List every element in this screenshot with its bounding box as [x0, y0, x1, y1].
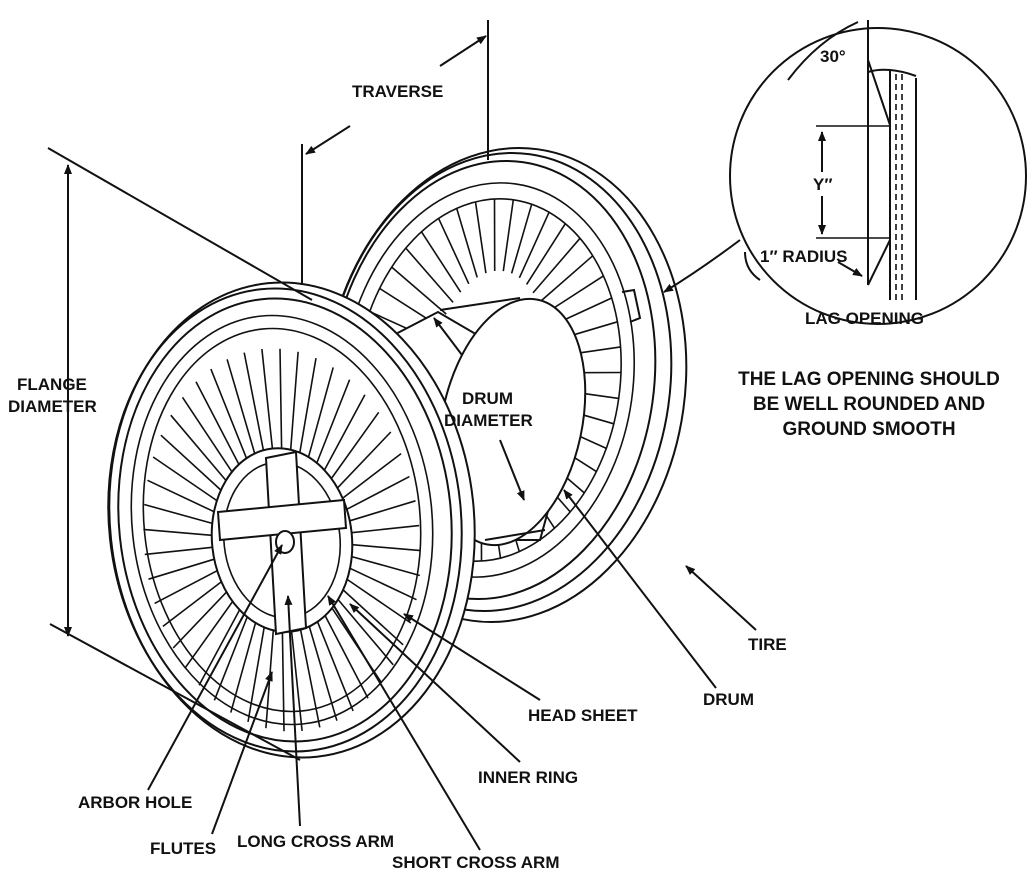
flute — [510, 203, 533, 274]
flute — [437, 218, 470, 285]
flute — [289, 351, 299, 450]
flute — [230, 622, 257, 713]
head-sheet-label: HEAD SHEET — [528, 706, 638, 725]
flute — [143, 528, 212, 537]
flute — [346, 578, 412, 624]
flute — [144, 546, 213, 556]
flutes-label: FLUTES — [150, 839, 216, 858]
flute — [420, 231, 462, 293]
flute — [518, 211, 550, 279]
flute — [198, 609, 241, 686]
note-line-2: BE WELL ROUNDED AND — [753, 394, 985, 415]
note-line-1: THE LAG OPENING SHOULD — [738, 369, 1000, 390]
drum-diameter-label-line2: DIAMETER — [444, 411, 533, 430]
flute — [281, 631, 285, 732]
flute — [279, 348, 283, 449]
flute — [261, 349, 274, 449]
leader-lines — [147, 489, 757, 851]
lag-opening-label: LAG OPENING — [805, 309, 924, 328]
flute — [316, 621, 354, 712]
flute — [405, 247, 454, 303]
flute — [299, 357, 317, 453]
flute — [148, 558, 215, 580]
lag-opening-detail — [663, 20, 1027, 325]
traverse-label: TRAVERSE — [352, 82, 443, 101]
drum-label: DRUM — [703, 690, 754, 709]
flute — [170, 414, 227, 482]
flute — [525, 223, 566, 285]
dimension-lines — [47, 20, 525, 761]
flute — [210, 368, 248, 459]
flute — [162, 581, 222, 628]
flute — [351, 555, 421, 577]
flute — [323, 394, 366, 471]
arbor-hole-label: ARBOR HOLE — [78, 793, 192, 812]
flute — [391, 266, 447, 315]
flute — [243, 352, 265, 451]
radius-label: 1″ RADIUS — [760, 247, 848, 266]
flute — [324, 615, 369, 699]
flute — [346, 475, 410, 511]
flute — [154, 569, 218, 605]
flute — [352, 543, 421, 552]
angle-label: 30° — [820, 47, 846, 66]
flute — [351, 524, 420, 534]
front-flutes — [143, 348, 421, 732]
flute — [226, 359, 256, 454]
short-cross-arm-label: SHORT CROSS ARM — [392, 853, 560, 872]
y-dimension-label: Y″ — [813, 175, 832, 194]
flute — [537, 255, 594, 304]
short-cross-arm — [216, 498, 348, 542]
flute — [308, 626, 338, 721]
note-line-3: GROUND SMOOTH — [782, 419, 955, 440]
flute — [336, 431, 392, 489]
tire-label: TIRE — [748, 635, 787, 654]
flange-diameter-label-line1: FLANGE — [17, 375, 87, 394]
flute — [349, 567, 417, 601]
flute — [502, 199, 515, 272]
flute — [337, 598, 394, 666]
flute — [299, 629, 321, 728]
inner-ring-label: INNER RING — [478, 768, 578, 787]
flute — [213, 616, 248, 701]
flute — [455, 208, 478, 278]
front-flange — [107, 281, 476, 759]
flute — [349, 500, 416, 522]
flute — [247, 627, 265, 723]
flute — [342, 452, 402, 499]
flute — [532, 237, 581, 294]
long-cross-arm-label: LONG CROSS ARM — [237, 832, 394, 851]
flute — [143, 503, 213, 525]
drum-diameter-label-line1: DRUM — [462, 389, 513, 408]
flute — [172, 591, 228, 649]
flute — [290, 631, 303, 731]
flute — [316, 379, 351, 464]
flute — [474, 201, 487, 274]
flute — [330, 411, 380, 479]
flute — [195, 381, 240, 465]
flange-diameter-label-line2: DIAMETER — [8, 397, 97, 416]
flute — [160, 434, 222, 491]
flute — [152, 456, 218, 502]
flute — [181, 396, 233, 473]
flute — [307, 367, 334, 458]
flute — [342, 589, 404, 646]
flute — [184, 601, 234, 669]
flute — [147, 479, 215, 513]
